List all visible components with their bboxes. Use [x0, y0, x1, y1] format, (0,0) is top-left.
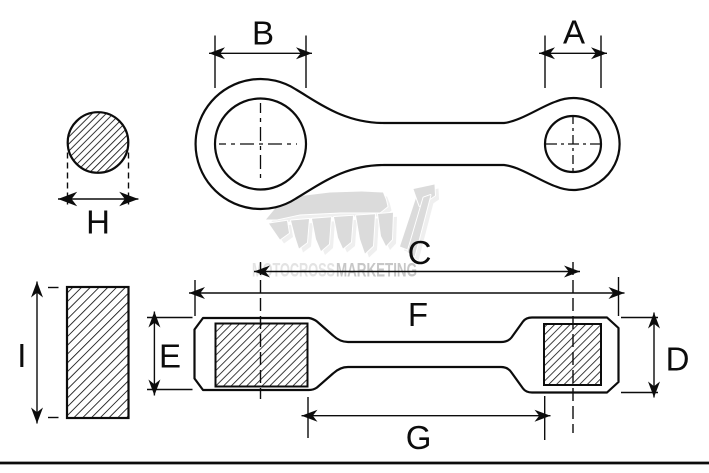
- svg-text:F: F: [408, 296, 428, 333]
- svg-text:B: B: [252, 14, 274, 51]
- svg-text:D: D: [666, 341, 690, 378]
- svg-text:MARKETING: MARKETING: [336, 260, 417, 282]
- svg-text:MOTOCROSS: MOTOCROSS: [252, 260, 335, 282]
- svg-text:E: E: [159, 337, 181, 374]
- svg-text:H: H: [86, 204, 110, 241]
- svg-text:I: I: [17, 337, 26, 374]
- svg-text:A: A: [563, 14, 585, 51]
- svg-text:G: G: [406, 419, 432, 456]
- svg-text:C: C: [408, 234, 432, 271]
